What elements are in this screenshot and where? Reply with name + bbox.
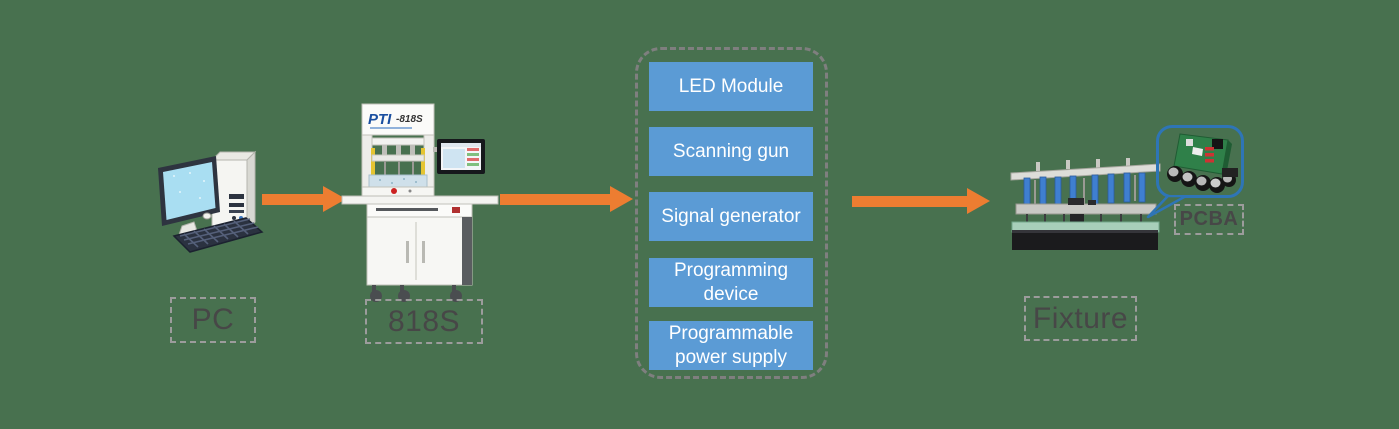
peripheral-item-programmable-power-supply: Programmable power supply [649, 321, 813, 370]
peripheral-label: LED Module [678, 75, 784, 97]
circuit-board-icon [1167, 133, 1238, 193]
peripheral-label: Programmable power supply [668, 323, 794, 368]
machine-brand-text: PTI [368, 111, 392, 128]
fixture-label-text: Fixture [1032, 301, 1129, 335]
arrow-head-icon [610, 186, 633, 212]
arrow-head-icon [967, 188, 990, 214]
peripheral-item-programming-device: Programming device [649, 258, 813, 307]
peripheral-label: Signal generator [661, 205, 801, 227]
test-fixture-icon [1010, 158, 1161, 250]
flow-arrow-pc-to-tester [262, 186, 346, 212]
arrow-shaft [852, 195, 967, 207]
pc-label: PC [170, 297, 256, 343]
desktop-computer-icon [158, 150, 264, 253]
arrow-head-icon [323, 186, 346, 212]
peripheral-label: Programming device [673, 260, 789, 305]
pcba-callout-tail [1146, 195, 1188, 219]
peripheral-item-scanning-gun: Scanning gun [649, 127, 813, 176]
pcba-label: PCBA [1174, 204, 1244, 235]
fixture-label: Fixture [1024, 296, 1137, 341]
machine-model-text: -818S [396, 114, 423, 125]
peripheral-label: Scanning gun [672, 140, 790, 162]
tester-label: 818S [365, 299, 483, 344]
peripheral-item-led-module: LED Module [649, 62, 813, 111]
pcba-label-text: PCBA [1179, 208, 1239, 230]
peripherals-group: LED Module Scanning gun Signal generator… [635, 47, 828, 379]
machine-subtext-line [370, 127, 412, 129]
ict-test-machine-icon: PTI -818S [341, 103, 499, 302]
peripheral-item-signal-generator: Signal generator [649, 192, 813, 241]
pc-label-text: PC [191, 303, 235, 336]
tester-label-text: 818S [387, 304, 461, 338]
pcba-callout-bubble [1156, 125, 1244, 198]
flow-arrow-tester-to-peripherals [500, 186, 633, 212]
flow-arrow-peripherals-to-fixture [852, 188, 990, 214]
arrow-shaft [262, 193, 323, 205]
arrow-shaft [500, 193, 610, 205]
